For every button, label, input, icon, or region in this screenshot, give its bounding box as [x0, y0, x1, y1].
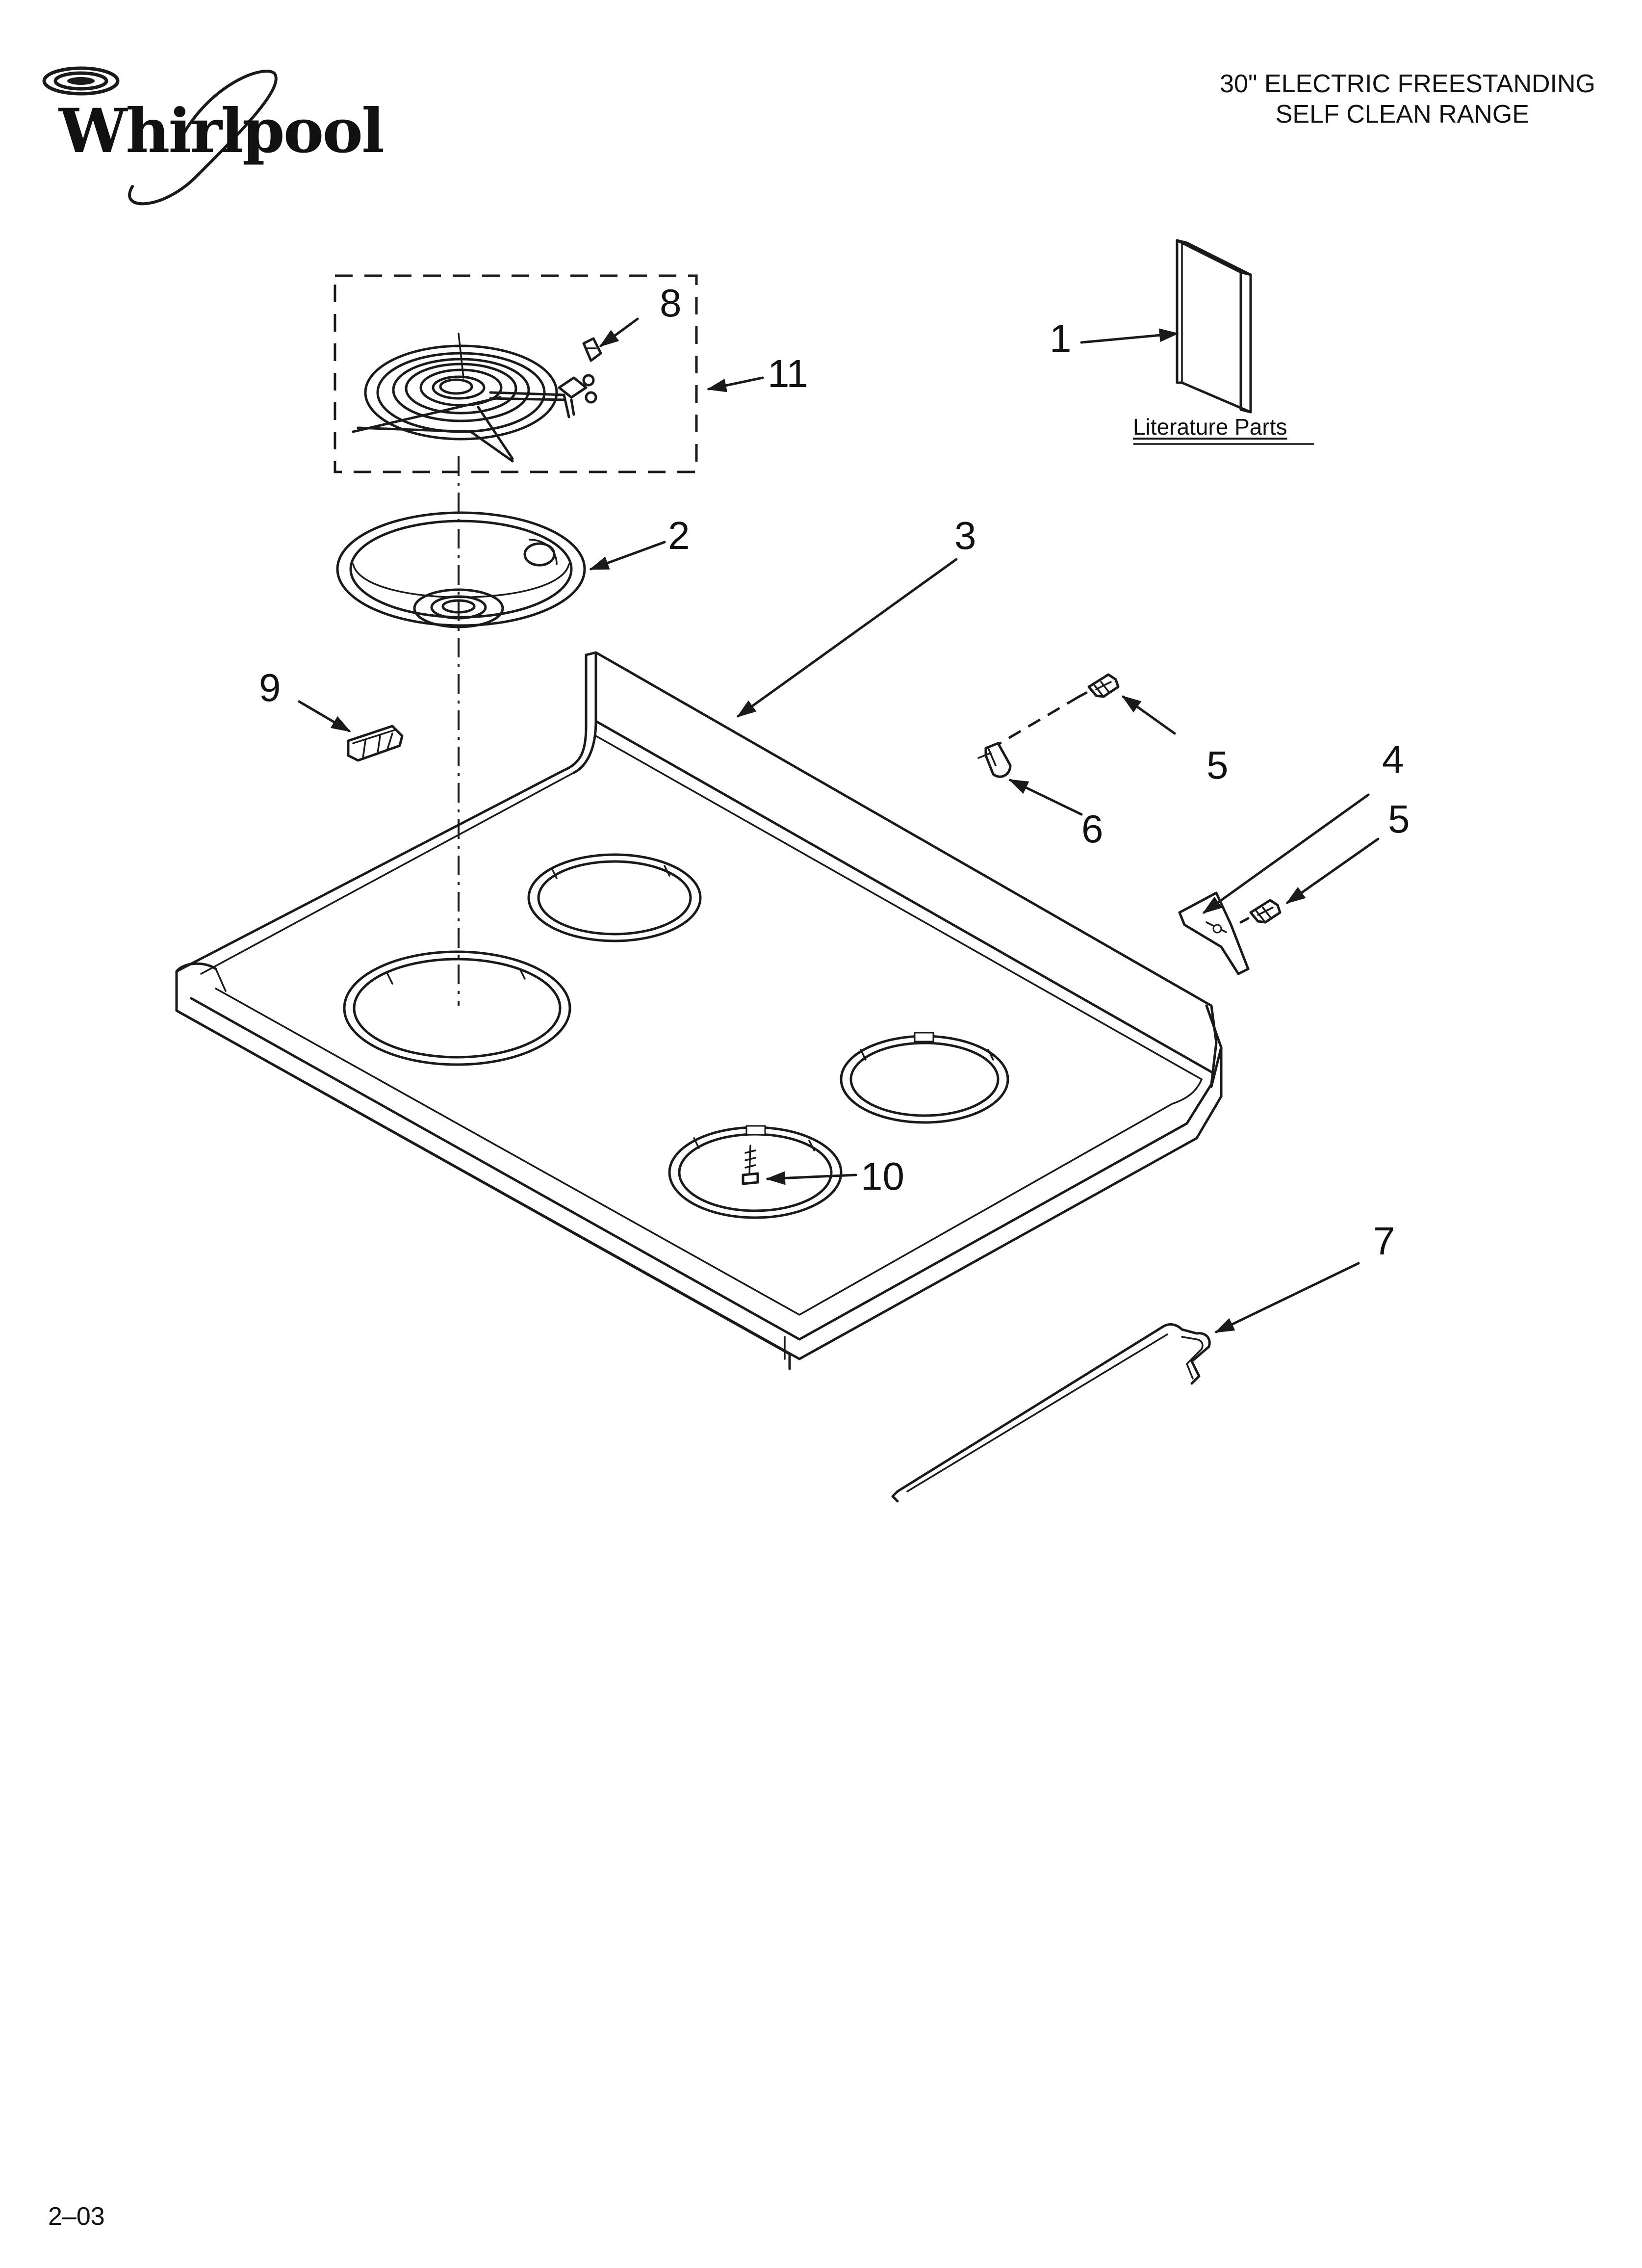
page-title: 30" ELECTRIC FREESTANDING SELF CLEAN RAN…: [1007, 69, 1595, 130]
element-assembly-box: [334, 274, 698, 473]
title-line-1: 30" ELECTRIC FREESTANDING: [1220, 70, 1595, 98]
rod-part-7[interactable]: [891, 1323, 1211, 1503]
receptacle-part-9[interactable]: [347, 725, 404, 762]
callout-4[interactable]: 4: [1382, 737, 1404, 781]
revision-code: 2–03: [48, 2202, 105, 2231]
literature-parts-label[interactable]: Literature Parts: [1133, 414, 1287, 440]
title-line-2: SELF CLEAN RANGE: [1275, 100, 1529, 129]
callout-5-lower[interactable]: 5: [1388, 797, 1410, 841]
swirl-icon: [42, 66, 278, 206]
leader-arrow-8: [599, 317, 639, 347]
leader-arrow-4: [1202, 793, 1370, 914]
callout-3[interactable]: 3: [954, 514, 976, 557]
callout-7[interactable]: 7: [1373, 1219, 1395, 1263]
leader-arrow-10: [766, 1171, 857, 1185]
leader-arrow-11: [707, 376, 764, 392]
leader-arrow-3: [736, 558, 958, 718]
callout-2[interactable]: 2: [668, 514, 690, 557]
screw-part-5-upper[interactable]: [982, 673, 1120, 755]
terminal-clip-part-8[interactable]: [558, 337, 602, 418]
cooktop-part-3[interactable]: [175, 651, 1223, 1370]
callout-6[interactable]: 6: [1081, 807, 1103, 851]
callout-11[interactable]: 11: [768, 352, 809, 395]
screw-part-5-lower[interactable]: [1239, 899, 1282, 924]
callout-1[interactable]: 1: [1050, 316, 1072, 360]
callout-8[interactable]: 8: [660, 281, 682, 325]
callout-10[interactable]: 10: [861, 1154, 904, 1198]
surface-element-coil[interactable]: [352, 333, 565, 463]
whirlpool-logo: Whirlpool: [34, 54, 385, 211]
leader-arrow-5-upper: [1121, 695, 1176, 735]
callout-9[interactable]: 9: [259, 666, 281, 709]
leader-arrow-6: [1008, 779, 1083, 816]
callout-5-upper[interactable]: 5: [1206, 743, 1229, 787]
brand-wordmark: Whirlpool: [59, 96, 385, 167]
leader-arrow-1: [1080, 328, 1179, 344]
leader-arrow-9: [298, 700, 351, 732]
leader-lines: [298, 317, 1380, 1333]
leader-arrow-7: [1214, 1262, 1360, 1333]
leader-arrow-5-lower: [1285, 837, 1380, 904]
literature-booklet-part-1[interactable]: [1176, 239, 1252, 414]
clip-part-6[interactable]: [977, 742, 1012, 778]
leader-arrow-2: [589, 541, 666, 571]
drip-bowl-part-2[interactable]: [336, 511, 586, 628]
screw-part-10[interactable]: [742, 1145, 759, 1185]
